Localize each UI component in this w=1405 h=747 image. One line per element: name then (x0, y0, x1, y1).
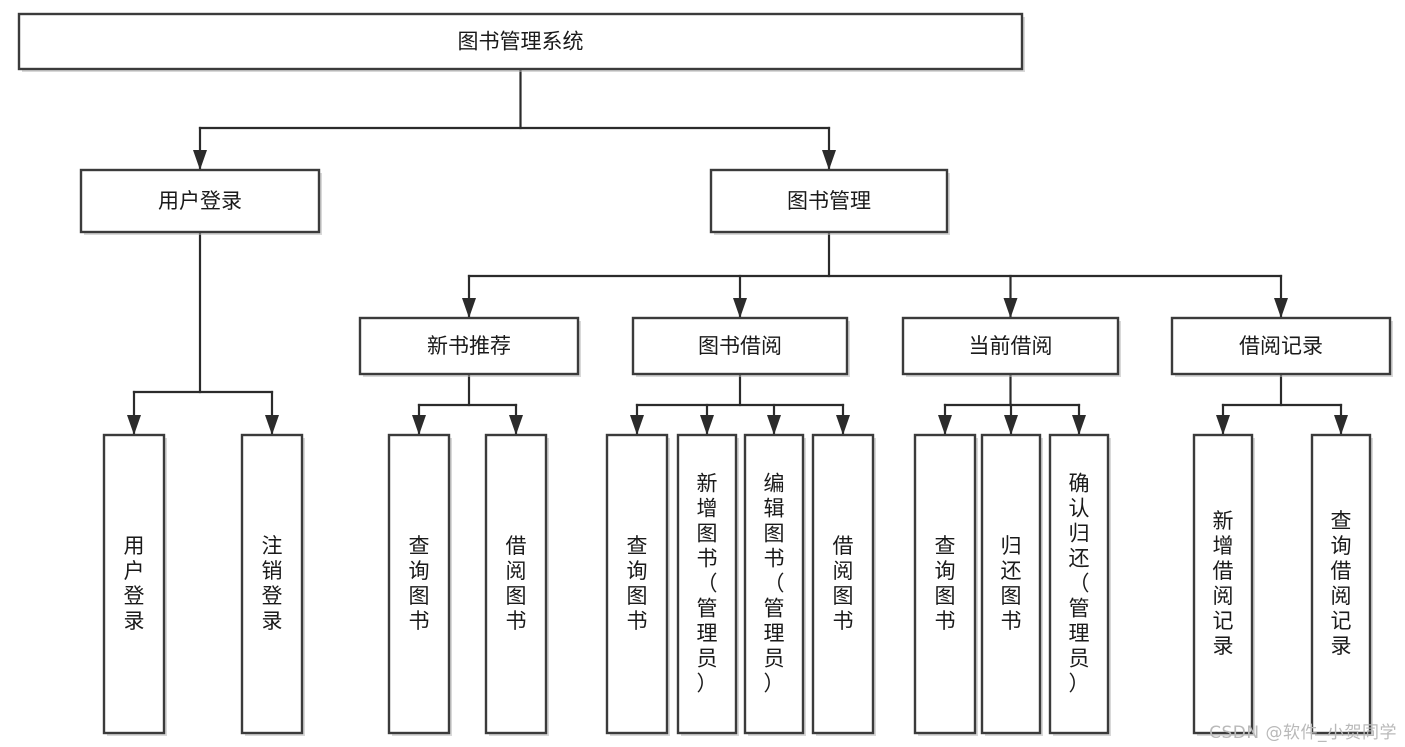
node-leaf-查询图书[interactable]: 查询图书 (913, 433, 978, 736)
node-leaf-注销登录[interactable]: 注销登录 (240, 433, 305, 736)
node-label: 借阅记录 (1239, 334, 1323, 358)
node-leaf-借阅图书[interactable]: 借阅图书 (811, 433, 876, 736)
node-rect[interactable] (17, 12, 1024, 71)
node-level2-用户登录[interactable]: 用户登录 (79, 168, 322, 235)
node-rect[interactable] (1310, 433, 1372, 735)
node-leaf-借阅图书[interactable]: 借阅图书 (484, 433, 549, 736)
arrow-head-icon (193, 150, 207, 170)
node-label: 归还图书 (1001, 534, 1022, 633)
node-label: 查询图书 (627, 534, 648, 633)
node-label: 借阅图书 (833, 534, 854, 633)
node-leaf-编辑图书管理员[interactable]: 编辑图书（管理员） (743, 433, 806, 736)
node-boxes-layer: 图书管理系统用户登录图书管理新书推荐图书借阅当前借阅借阅记录用户登录注销登录查询… (17, 12, 1393, 736)
arrow-head-icon (700, 415, 714, 435)
node-root-图书管理系统[interactable]: 图书管理系统 (17, 12, 1025, 72)
node-label: 确认归还（管理员） (1069, 472, 1090, 696)
node-label: 编辑图书（管理员） (764, 472, 785, 696)
node-rect[interactable] (980, 433, 1042, 735)
arrow-head-icon (733, 298, 747, 318)
connector-lines-layer (127, 67, 1348, 437)
node-rect[interactable] (102, 433, 166, 735)
connector-group-level3-新书推荐-to-leaves (412, 372, 523, 437)
node-leaf-归还图书[interactable]: 归还图书 (980, 433, 1043, 736)
node-label: 用户登录 (158, 189, 242, 213)
node-rect[interactable] (79, 168, 321, 234)
node-label: 图书借阅 (698, 334, 782, 358)
arrow-head-icon (127, 415, 141, 435)
connector-group-bookmgmt-to-level3 (462, 230, 1288, 320)
connector-group-level3-当前借阅-to-leaves (938, 372, 1086, 437)
connector-group-userlogin-to-leaves (127, 230, 279, 437)
node-level3-当前借阅[interactable]: 当前借阅 (901, 316, 1121, 377)
arrow-head-icon (1003, 298, 1018, 318)
arrow-head-icon (1072, 415, 1086, 435)
node-label: 新增借阅记录 (1213, 509, 1234, 658)
node-level3-新书推荐[interactable]: 新书推荐 (358, 316, 581, 377)
node-rect[interactable] (743, 433, 805, 735)
node-label: 查询图书 (409, 534, 430, 633)
node-leaf-查询图书[interactable]: 查询图书 (387, 433, 452, 736)
node-leaf-用户登录[interactable]: 用户登录 (102, 433, 167, 736)
node-label: 图书管理 (787, 189, 871, 213)
node-rect[interactable] (484, 433, 548, 735)
node-rect[interactable] (1048, 433, 1110, 735)
arrow-head-icon (265, 415, 279, 435)
node-label: 当前借阅 (969, 334, 1053, 358)
node-leaf-查询借阅记录[interactable]: 查询借阅记录 (1310, 433, 1373, 736)
connector-group-level3-借阅记录-to-leaves (1216, 372, 1348, 437)
node-rect[interactable] (631, 316, 849, 376)
node-label: 查询借阅记录 (1331, 509, 1352, 658)
node-label: 新书推荐 (427, 334, 511, 358)
node-level2-图书管理[interactable]: 图书管理 (709, 168, 950, 235)
arrow-head-icon (509, 415, 523, 435)
node-leaf-新增借阅记录[interactable]: 新增借阅记录 (1192, 433, 1255, 736)
node-rect[interactable] (358, 316, 580, 376)
node-rect[interactable] (1170, 316, 1392, 376)
node-label: 图书管理系统 (458, 30, 584, 54)
connector-group-level3-图书借阅-to-leaves (630, 372, 850, 437)
arrow-head-icon (1334, 415, 1348, 435)
node-label: 新增图书（管理员） (697, 472, 718, 696)
arrow-head-icon (938, 415, 952, 435)
node-leaf-确认归还管理员[interactable]: 确认归还（管理员） (1048, 433, 1111, 736)
arrow-head-icon (836, 415, 850, 435)
node-label: 借阅图书 (506, 534, 527, 633)
arrow-head-icon (462, 298, 476, 318)
arrow-head-icon (1274, 298, 1288, 318)
node-leaf-查询图书[interactable]: 查询图书 (605, 433, 670, 736)
node-label: 注销登录 (262, 534, 283, 633)
node-rect[interactable] (709, 168, 949, 234)
node-level3-借阅记录[interactable]: 借阅记录 (1170, 316, 1393, 377)
arrow-head-icon (1004, 415, 1018, 435)
arrow-head-icon (822, 150, 836, 170)
arrow-head-icon (767, 415, 781, 435)
node-label: 查询图书 (935, 534, 956, 633)
arrow-head-icon (412, 415, 426, 435)
node-rect[interactable] (605, 433, 669, 735)
node-rect[interactable] (1192, 433, 1254, 735)
node-rect[interactable] (901, 316, 1120, 376)
node-level3-图书借阅[interactable]: 图书借阅 (631, 316, 850, 377)
arrow-head-icon (1216, 415, 1230, 435)
watermark-text: CSDN @软件_小贺同学 (1209, 723, 1397, 743)
node-rect[interactable] (811, 433, 875, 735)
node-rect[interactable] (913, 433, 977, 735)
node-rect[interactable] (676, 433, 738, 735)
node-leaf-新增图书管理员[interactable]: 新增图书（管理员） (676, 433, 739, 736)
node-rect[interactable] (387, 433, 451, 735)
node-rect[interactable] (240, 433, 304, 735)
arrow-head-icon (630, 415, 644, 435)
connector-group-root-to-level2 (193, 67, 836, 172)
node-label: 用户登录 (124, 534, 145, 633)
